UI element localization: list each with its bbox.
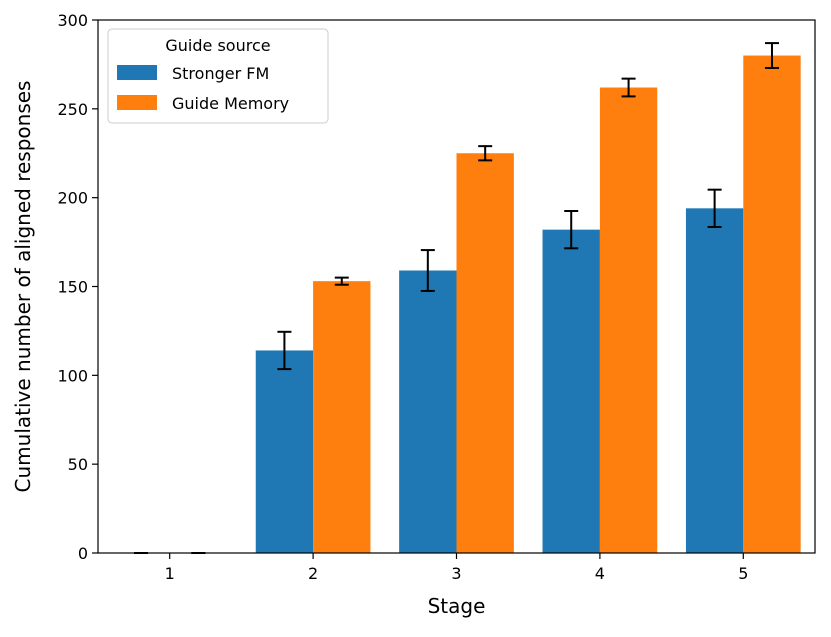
bar-stronger-fm-stage-2 xyxy=(255,350,314,553)
error-bar-stronger-fm-stage-3 xyxy=(420,249,435,292)
error-bar-guide-memory-stage-2 xyxy=(334,276,349,286)
legend-title: Guide source xyxy=(165,36,270,55)
legend-swatch-guide-memory xyxy=(117,95,157,110)
error-bar-stronger-fm-stage-4 xyxy=(564,209,579,250)
legend-swatch-stronger-fm xyxy=(117,65,157,80)
error-bar-stronger-fm-stage-2 xyxy=(277,330,292,371)
bar-guide-memory-stage-3 xyxy=(456,153,514,553)
error-bars-layer xyxy=(134,42,779,554)
axes-layer: 0 50 100 150 200 250 300 1 2 3 4 5 xyxy=(57,11,816,583)
error-bar-guide-memory-stage-5 xyxy=(764,42,779,69)
bar-stronger-fm-stage-5 xyxy=(685,208,744,553)
legend-box xyxy=(107,28,329,124)
y-tick-label-150: 150 xyxy=(57,278,88,297)
bar-guide-memory-stage-2 xyxy=(313,281,371,553)
legend-label-guide-memory: Guide Memory xyxy=(172,94,289,113)
x-tick-label-1: 1 xyxy=(165,564,175,583)
y-tick-label-100: 100 xyxy=(57,366,88,385)
bar-stronger-fm-stage-3 xyxy=(399,270,457,553)
bars-layer xyxy=(255,55,801,554)
x-tick-label-4: 4 xyxy=(595,564,605,583)
error-bar-guide-memory-stage-4 xyxy=(621,77,636,98)
error-bar-stronger-fm-stage-5 xyxy=(707,188,722,228)
error-bar-guide-memory-stage-3 xyxy=(478,145,493,162)
y-tick-label-50: 50 xyxy=(68,455,88,474)
x-tick-label-5: 5 xyxy=(738,564,748,583)
bar-guide-memory-stage-4 xyxy=(599,87,658,553)
bar-guide-memory-stage-5 xyxy=(743,55,801,554)
x-tick-label-3: 3 xyxy=(451,564,461,583)
y-tick-label-200: 200 xyxy=(57,189,88,208)
x-tick-label-2: 2 xyxy=(308,564,318,583)
legend-label-stronger-fm: Stronger FM xyxy=(172,64,269,83)
y-axis-label: Cumulative number of aligned responses xyxy=(11,81,35,493)
y-tick-label-250: 250 xyxy=(57,100,88,119)
x-axis-label: Stage xyxy=(428,594,486,618)
y-tick-label-0: 0 xyxy=(78,544,88,563)
y-tick-label-300: 300 xyxy=(57,11,88,30)
bar-stronger-fm-stage-4 xyxy=(542,229,600,553)
